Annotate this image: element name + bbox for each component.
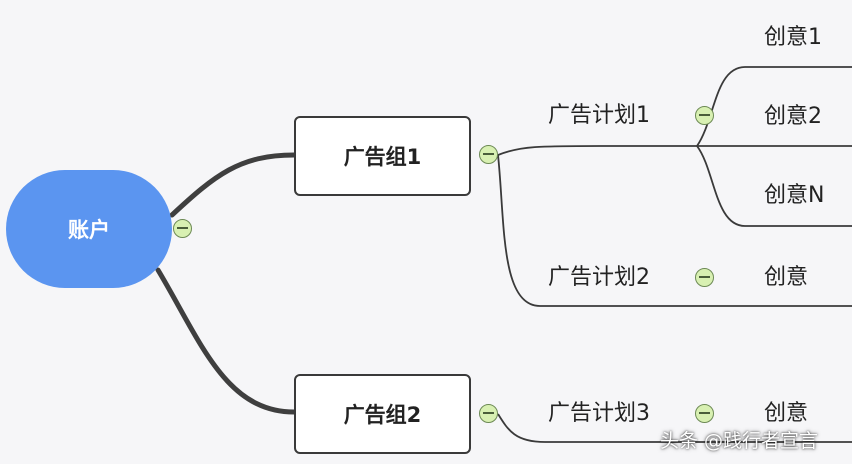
collapse-toggle-plan1-icon[interactable]	[695, 106, 714, 125]
plan-node-1[interactable]: 广告计划1	[548, 103, 650, 128]
creative-node-2[interactable]: 创意2	[764, 104, 822, 129]
plan-node-2[interactable]: 广告计划2	[548, 265, 650, 290]
creative-node-plan2[interactable]: 创意	[764, 265, 809, 290]
collapse-toggle-group2-icon[interactable]	[479, 404, 498, 423]
collapse-toggle-group1-icon[interactable]	[479, 145, 498, 164]
connector-root-group2	[155, 267, 297, 415]
plan-node-3[interactable]: 广告计划3	[548, 401, 650, 426]
connector-root-group1	[169, 152, 297, 218]
connector-group1-plan2	[497, 154, 697, 307]
group-node-2[interactable]: 广告组2	[294, 374, 471, 454]
collapse-toggle-root-icon[interactable]	[173, 219, 192, 238]
creative-node-n[interactable]: 创意N	[764, 183, 825, 208]
collapse-toggle-plan2-icon[interactable]	[695, 268, 714, 287]
collapse-toggle-plan3-icon[interactable]	[695, 404, 714, 423]
connector-group1-plan1	[497, 145, 697, 156]
creative-node-plan3[interactable]: 创意	[764, 401, 809, 426]
watermark-text: 头条 @践行者宣言	[660, 430, 819, 452]
connector-plan1-creative1	[696, 66, 852, 147]
group-node-1[interactable]: 广告组1	[294, 116, 471, 196]
connector-group2-plan3	[497, 413, 697, 443]
connector-plan1-creative3	[696, 145, 852, 227]
creative-node-1[interactable]: 创意1	[764, 25, 822, 50]
root-node-account[interactable]: 账户	[6, 170, 172, 288]
